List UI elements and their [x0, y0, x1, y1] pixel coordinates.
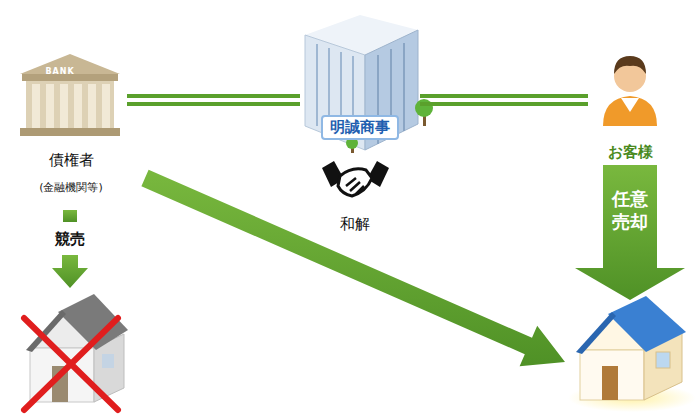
- company-name: 明誠商事: [321, 115, 399, 140]
- bank-icon: [20, 54, 120, 136]
- auctioned-house: [24, 294, 128, 410]
- sold-house: [568, 296, 696, 412]
- voluntary-sale-arrow: [575, 165, 685, 300]
- voluntary-sale-label: 任意売却: [612, 188, 649, 233]
- diagram-node: 和解: [322, 152, 388, 238]
- double-line-connector: [420, 96, 588, 104]
- office-building: [305, 15, 433, 153]
- diagram-node: 明誠商事: [300, 12, 420, 144]
- handshake-icon: [322, 161, 389, 196]
- customer-name: お客様: [608, 143, 653, 162]
- diagram-node: お客様: [588, 52, 672, 164]
- double-line-connector: [127, 96, 300, 104]
- settlement-label: 和解: [340, 215, 370, 234]
- party-note: (金融機関等): [39, 180, 103, 195]
- diagonal-arrow: [141, 170, 565, 366]
- auction-label: 競売: [55, 230, 85, 249]
- bank-sign: BANK: [45, 67, 74, 76]
- arrow-stem: [63, 210, 77, 222]
- party-name: 債権者: [49, 151, 94, 170]
- customer-icon: [603, 56, 657, 126]
- auction-arrow: [52, 255, 88, 288]
